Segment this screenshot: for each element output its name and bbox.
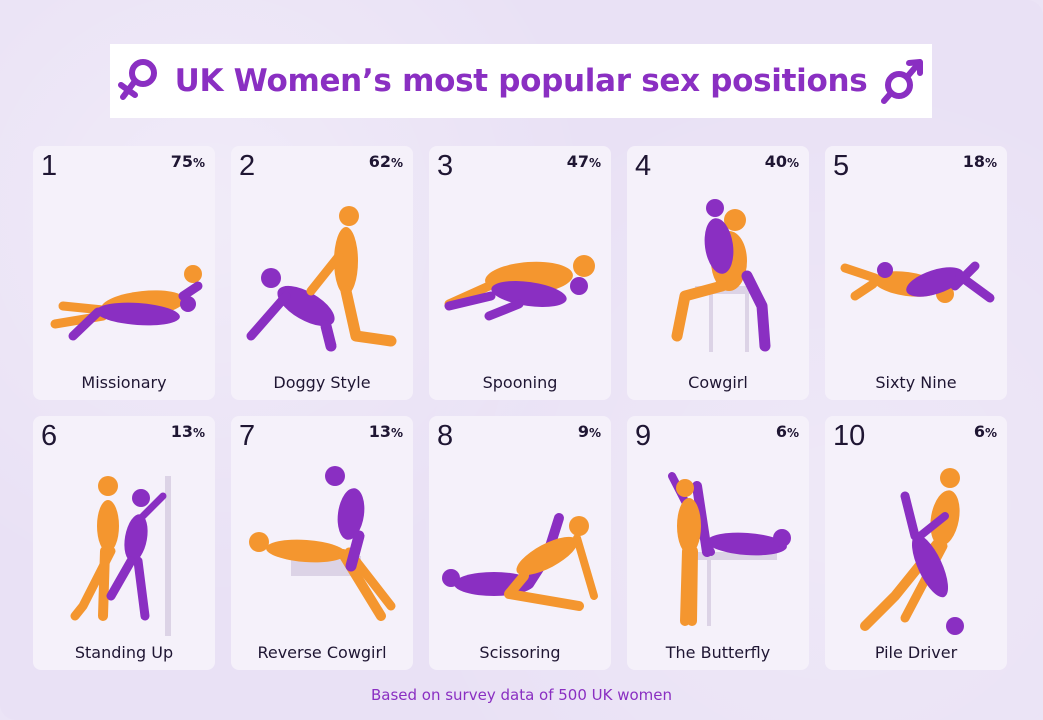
position-card: 2 62% Doggy Style: [231, 146, 413, 400]
position-illustration: [70, 476, 171, 636]
rank-number: 4: [635, 150, 652, 182]
footnote: Based on survey data of 500 UK women: [370, 686, 673, 704]
rank-number: 10: [833, 420, 866, 452]
percentage-value: 13: [368, 422, 391, 441]
percentage-unit: %: [984, 156, 997, 170]
position-card: 10 6% Pile Driver: [825, 416, 1007, 670]
position-illustration: [249, 466, 396, 621]
percentage-value: 6: [973, 422, 985, 441]
percentage-label: 75%: [171, 152, 205, 171]
venus-icon: [117, 59, 157, 100]
position-card: 5 18% Sixty Nine: [825, 146, 1007, 400]
position-name: Standing Up: [74, 643, 174, 662]
percentage-unit: %: [588, 156, 601, 170]
percentage-value: 75: [170, 152, 193, 171]
position-name: Cowgirl: [688, 373, 748, 392]
percentage-value: 62: [368, 152, 391, 171]
percentage-unit: %: [192, 156, 205, 170]
position-illustration: [444, 255, 595, 321]
percentage-unit: %: [588, 426, 601, 440]
position-illustration: [840, 261, 995, 303]
position-card: 9 6% The Butterfly: [627, 416, 809, 670]
position-name: Missionary: [81, 373, 167, 392]
rank-number: 2: [239, 150, 256, 182]
rank-number: 7: [239, 420, 256, 452]
percentage-unit: %: [192, 426, 205, 440]
position-card: 6 13% Standing Up: [33, 416, 215, 670]
percentage-value: 9: [577, 422, 589, 441]
position-illustration: [668, 472, 791, 626]
percentage-value: 47: [566, 152, 589, 171]
percentage-value: 13: [170, 422, 193, 441]
percentage-value: 6: [775, 422, 787, 441]
rank-number: 9: [635, 420, 652, 452]
rank-number: 1: [41, 150, 58, 182]
percentage-label: 6%: [776, 422, 799, 441]
position-card: 8 9% Scissoring: [429, 416, 611, 670]
position-name: Pile Driver: [874, 643, 958, 662]
position-illustration: [50, 265, 203, 341]
position-name: Sixty Nine: [875, 373, 957, 392]
percentage-unit: %: [786, 156, 799, 170]
percentage-unit: %: [984, 426, 997, 440]
rank-number: 3: [437, 150, 454, 182]
position-card: 4 40% Cowgirl: [627, 146, 809, 400]
rank-number: 6: [41, 420, 58, 452]
position-name: Scissoring: [479, 643, 561, 662]
percentage-label: 13%: [171, 422, 205, 441]
percentage-label: 62%: [369, 152, 403, 171]
position-illustration: [442, 513, 598, 611]
position-card: 7 13% Reverse Cowgirl: [231, 416, 413, 670]
page-title: UK Women’s most popular sex positions: [174, 63, 868, 99]
position-illustration: [246, 206, 397, 352]
position-illustration: [860, 468, 964, 635]
percentage-value: 18: [962, 152, 985, 171]
percentage-label: 13%: [369, 422, 403, 441]
percentage-label: 18%: [963, 152, 997, 171]
percentage-label: 40%: [765, 152, 799, 171]
position-card: 3 47% Spooning: [429, 146, 611, 400]
rank-number: 5: [833, 150, 850, 182]
percentage-value: 40: [764, 152, 787, 171]
rank-number: 8: [437, 420, 454, 452]
percentage-label: 6%: [974, 422, 997, 441]
position-name: The Butterfly: [665, 643, 771, 662]
percentage-unit: %: [390, 426, 403, 440]
position-illustration: [671, 199, 771, 352]
mars-venus-icon: [881, 59, 924, 104]
percentage-unit: %: [390, 156, 403, 170]
position-name: Doggy Style: [273, 373, 371, 392]
position-card: 1 75% Missionary: [33, 146, 215, 400]
percentage-label: 47%: [567, 152, 601, 171]
percentage-unit: %: [786, 426, 799, 440]
percentage-label: 9%: [578, 422, 601, 441]
position-name: Spooning: [482, 373, 558, 392]
title-banner: UK Women’s most popular sex positions: [110, 44, 932, 118]
position-name: Reverse Cowgirl: [257, 643, 387, 662]
